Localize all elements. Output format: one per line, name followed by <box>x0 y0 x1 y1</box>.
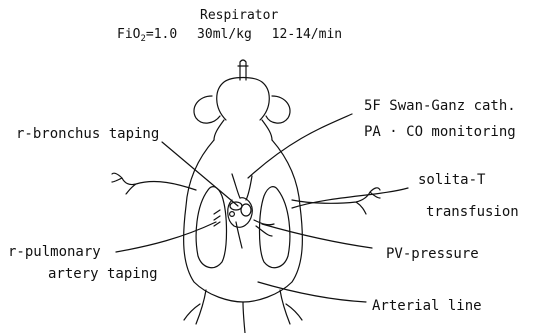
right-forelimb <box>292 188 380 214</box>
rat-torso <box>184 140 303 302</box>
respirator-title: Respirator <box>200 8 278 24</box>
respiratory-rate: 12-14/min <box>272 27 342 42</box>
label-r-pulmonary: r-pulmonary <box>8 244 101 260</box>
leader-lines <box>116 114 408 302</box>
respirator-settings: FiO2=1.0 30ml/kg 12-14/min <box>117 27 342 43</box>
label-pa-co-monitoring: PA · CO monitoring <box>364 124 516 140</box>
heart-vessels <box>214 174 274 248</box>
rat-head <box>217 78 270 121</box>
rat-tail <box>243 302 245 333</box>
fio2-prefix: FiO <box>117 27 140 42</box>
label-r-bronchus-taping: r-bronchus taping <box>16 126 159 142</box>
left-ear <box>194 96 220 123</box>
left-lung <box>196 187 226 268</box>
tidal-volume: 30ml/kg <box>197 27 252 42</box>
label-pv-pressure: PV-pressure <box>386 246 479 262</box>
right-hindlimb <box>280 290 302 324</box>
label-arterial-line: Arterial line <box>372 298 482 314</box>
fio2-value: =1.0 <box>146 27 177 42</box>
label-swan-ganz-catheter: 5F Swan-Ganz cath. <box>364 98 516 114</box>
label-transfusion: transfusion <box>426 204 519 220</box>
label-artery-taping: artery taping <box>48 266 158 282</box>
left-forelimb <box>112 173 196 194</box>
label-solita-t: solita-T <box>418 172 485 188</box>
left-hindlimb <box>184 290 206 324</box>
